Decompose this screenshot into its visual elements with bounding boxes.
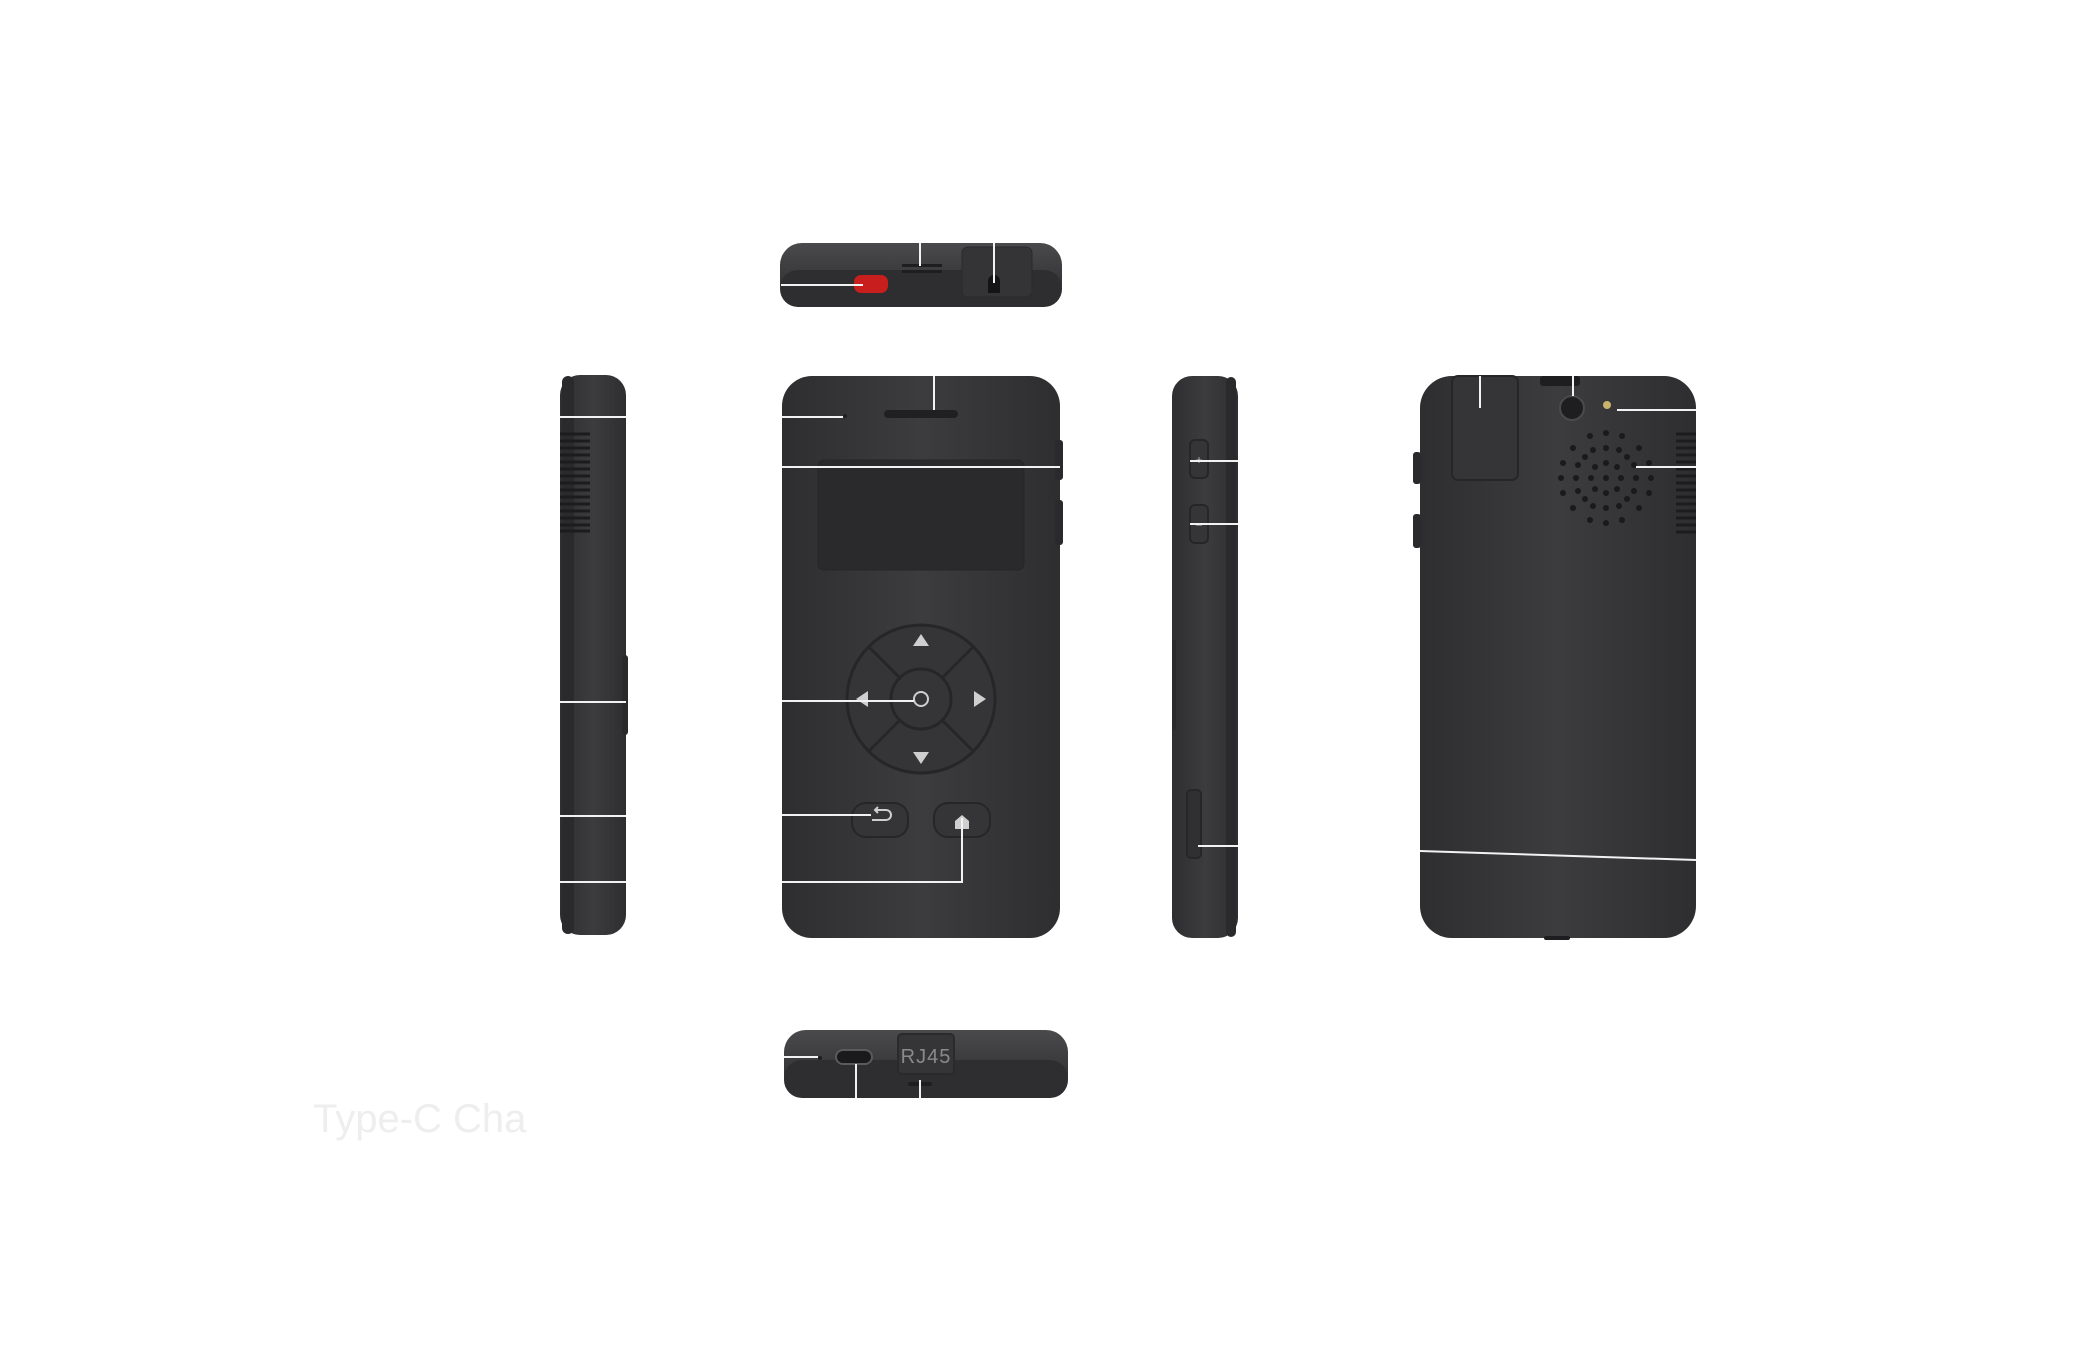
left-arrow-icon: [856, 691, 868, 707]
right-side-view: + −: [1172, 376, 1238, 938]
down-arrow-icon: [913, 752, 929, 764]
front-sensor: [843, 414, 847, 418]
left-side-view: [560, 375, 628, 935]
usb-c-port: [835, 1049, 873, 1065]
speaker-vent-back: [1676, 432, 1696, 534]
flash-led: [1603, 401, 1611, 409]
front-view: [782, 376, 1063, 938]
left-view-leader-lines: [560, 416, 626, 883]
rear-camera: [1559, 395, 1585, 421]
dpad: [845, 623, 997, 775]
up-arrow-icon: [913, 634, 929, 646]
right-view-leader-lines: [1190, 460, 1238, 847]
display-screen: [817, 459, 1025, 571]
bottom-mic-hole: [818, 1056, 822, 1060]
card-slot: [1186, 789, 1202, 859]
bottom-view-leader-lines: [784, 1056, 921, 1098]
back-view-leader-lines: [1419, 376, 1697, 861]
rj45-port: [897, 1033, 955, 1075]
audio-jack: [988, 275, 1000, 293]
battery-cover: [1451, 375, 1519, 481]
back-icon: [872, 806, 892, 821]
mic-grille: [902, 264, 942, 273]
earpiece: [884, 410, 958, 418]
ok-circle-icon: [913, 691, 929, 707]
speaker-vent-left: [560, 432, 590, 533]
rj45-label: RJ45: [901, 1046, 952, 1068]
bottom-view: RJ45: [784, 1030, 1068, 1098]
top-view-leader-lines: [781, 243, 995, 286]
volume-up-button: [1189, 439, 1209, 479]
power-button: [854, 275, 888, 293]
right-arrow-icon: [974, 691, 986, 707]
back-view: [1413, 375, 1697, 940]
speaker-grille: [1558, 430, 1654, 526]
front-view-leader-lines: [782, 376, 1060, 883]
top-view: [780, 243, 1062, 307]
faint-caption: Type-C Cha: [313, 1097, 527, 1141]
